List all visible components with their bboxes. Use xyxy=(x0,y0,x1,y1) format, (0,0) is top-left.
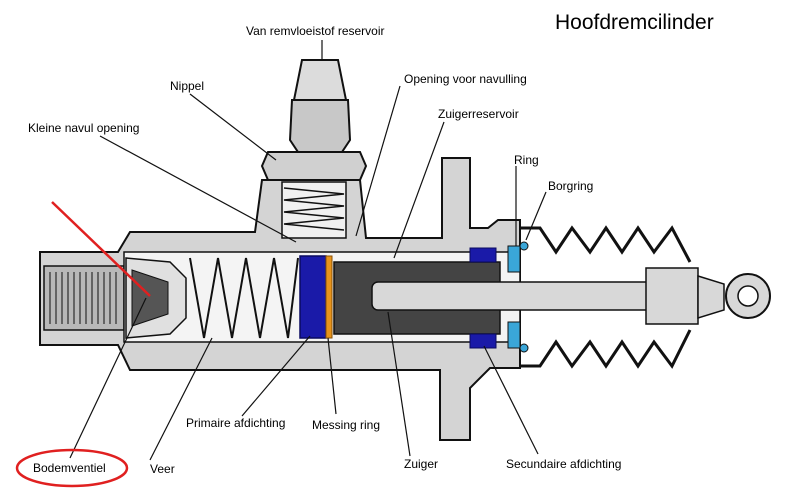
leader-piston xyxy=(387,311,411,457)
bottom-valve-cone xyxy=(131,269,169,327)
leader-spring xyxy=(149,337,213,461)
leader-lines xyxy=(69,40,547,461)
reservoir-nipple xyxy=(288,99,352,153)
reservoir-spring xyxy=(283,187,345,231)
circlip-top xyxy=(519,241,529,251)
push-rod-neck xyxy=(697,274,725,320)
threaded-port xyxy=(43,265,125,331)
highlight-ellipse xyxy=(15,448,129,488)
leader-primary-seal xyxy=(241,335,311,417)
dust-boot-top xyxy=(520,225,692,263)
highlight-arrow xyxy=(51,201,151,297)
ring-bottom xyxy=(507,321,521,349)
secondary-seal-bottom xyxy=(469,333,497,349)
leader-nipple xyxy=(189,93,277,161)
label-refill-opening: Opening voor navulling xyxy=(404,72,527,86)
reservoir-nipple-tip xyxy=(292,59,348,101)
ring-top xyxy=(507,245,521,273)
main-spring xyxy=(189,257,299,339)
leader-brass-ring xyxy=(327,337,337,415)
brass-ring xyxy=(325,255,333,339)
leader-small-fill xyxy=(99,135,297,243)
label-nipple: Nippel xyxy=(170,79,205,93)
label-primary-seal: Primaire afdichting xyxy=(186,416,286,430)
label-circlip: Borgring xyxy=(548,179,594,193)
dust-boot-bottom xyxy=(520,329,692,369)
leader-piston-reservoir xyxy=(393,121,445,259)
secondary-seal-top xyxy=(469,247,497,263)
circlip-bottom xyxy=(519,343,529,353)
label-small-fill-opening: Kleine navul opening xyxy=(28,121,140,135)
label-ring: Ring xyxy=(514,153,539,167)
label-reservoir: Van remvloeistof reservoir xyxy=(246,24,385,38)
label-spring: Veer xyxy=(150,462,175,476)
diagram-title: Hoofdremcilinder xyxy=(555,11,714,34)
leader-secondary-seal xyxy=(483,345,539,455)
leader-bottom-valve xyxy=(69,297,147,459)
leader-refill xyxy=(355,85,401,237)
label-piston: Zuiger xyxy=(404,457,439,471)
push-rod-eye-hole xyxy=(737,285,759,307)
push-rod-end xyxy=(645,267,699,325)
leader-circlip xyxy=(525,191,547,241)
primary-seal xyxy=(299,255,327,339)
label-bottom-valve: Bodemventiel xyxy=(33,461,106,475)
label-piston-reservoir: Zuigerreservoir xyxy=(438,107,519,121)
label-secondary-seal: Secundaire afdichting xyxy=(506,457,622,471)
label-brass-ring: Messing ring xyxy=(312,418,381,432)
reservoir-nut xyxy=(260,151,368,181)
thread-lines xyxy=(49,272,117,324)
